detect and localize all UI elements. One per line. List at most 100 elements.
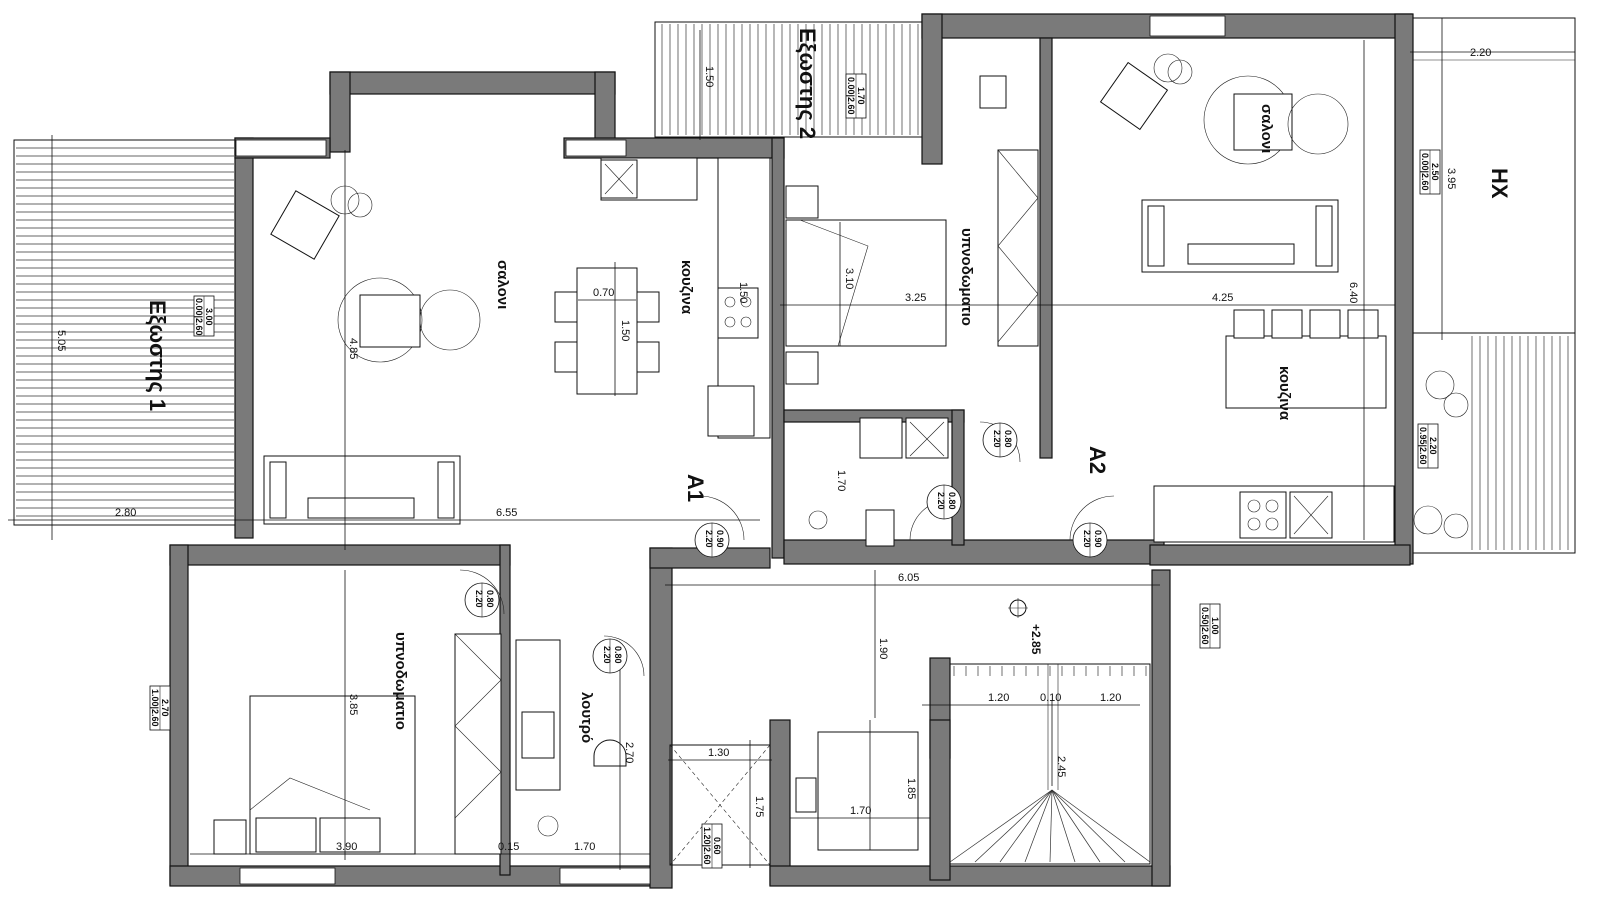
door-tag-a1-bath-h: 2.20 [602,646,612,664]
a1-bed [213,695,416,855]
hatch-line [1051,789,1126,863]
tag-hx-low-height: 0.95|2.60 [1418,427,1428,465]
door-tag-a1-bath: 0.80 2.20 [592,638,628,674]
hatch-line [1051,789,1151,863]
level-marker: +2.85 [1008,598,1043,655]
a2-kitchen-island [1225,309,1387,409]
dim-bed1-d: 3.85 [347,694,359,715]
hatch-line [1024,789,1053,863]
hatch-line [974,789,1053,863]
dim-t1-depth: 5.05 [55,330,67,351]
dim-corridor-w: 6.05 [898,572,919,584]
door-tag-a2-w: 0.90 [1093,530,1103,548]
tag-shaft-win: 0.60 1.20|2.60 [701,823,723,869]
a2-lounge-chair [1203,75,1349,165]
tag-t2: 1.70 0.00|2.60 [845,73,867,119]
door-tag-a2: 0.90 2.20 [1072,522,1108,558]
door-tag-a1-h: 2.20 [704,530,714,548]
tag-corr-win-width: 1.00 [1210,617,1220,635]
dim-stair-m: 0.10 [1040,692,1061,704]
hx-area [1409,17,1576,554]
a1-armchair [270,185,373,260]
a1-bedroom-label: υπνοδωματιο [392,632,409,730]
tag-hx-low: 2.20 0.95|2.60 [1417,423,1439,469]
door-tag-a2-bed-w: 0.80 [1003,430,1013,448]
level-value: +2.85 [1029,624,1043,655]
a1-kitchen-counter [600,157,771,439]
tag-shaft-win-height: 1.20|2.60 [702,827,712,865]
tag-t2-width: 1.70 [856,87,866,105]
tag-t2-height: 0.00|2.60 [846,77,856,115]
dim-hx-d: 3.95 [1445,168,1457,189]
a1-dining-table [554,267,660,395]
hatch-line [1051,789,1101,863]
tag-bed1-win: 2.70 1.00|2.60 [149,685,171,731]
hatch-line [1051,789,1076,863]
door-tag-a2-bed: 0.80 2.20 [982,422,1018,458]
tag-hx-height: 0.00|2.60 [1420,153,1430,191]
door-tag-a2-wc: 0.80 2.20 [926,484,962,520]
door-tag-a1-bath-w: 0.80 [613,646,623,664]
a2-armchair [1099,53,1193,131]
a2-wardrobe [979,75,1039,347]
door-tag-a2-wc-h: 2.20 [936,492,946,510]
dim-a1-width: 6.55 [496,507,517,519]
lift [795,731,919,851]
door-tag-a1-bed: 0.80 2.20 [464,582,500,618]
dim-table-w: 0.70 [593,287,614,299]
door-tag-a1: 0.90 2.20 [694,522,730,558]
dim-a2-bed-d: 3.10 [843,268,855,289]
unit-a2-label: A2 [1085,446,1110,474]
terrace-2-label: Εξωστης 2 [795,28,820,139]
tag-t1: 3.00 0.00|2.60 [193,295,215,337]
hatch-line [1049,789,1053,863]
door-tag-a1-bed-h: 2.20 [474,590,484,608]
door-tag-a1-w: 0.90 [715,530,725,548]
tag-t1-height: 0.00|2.60 [194,298,204,336]
a1-sofa [263,455,461,525]
dim-kitchen-w: 1.50 [737,282,749,303]
dim-bath-d: 2.70 [623,742,635,763]
tag-hx-width: 2.50 [1430,163,1440,181]
tag-shaft-win-width: 0.60 [712,837,722,855]
a2-bedroom-label: υπνοδωματιο [958,228,975,326]
a2-kitchen-label: κουζινα [1276,366,1293,421]
door-tag-a2-bed-h: 2.20 [992,430,1002,448]
unit-a1-label: A1 [683,474,708,502]
dim-shaft-w: 1.30 [708,747,729,759]
a1-bath-fixtures [515,639,627,837]
dim-living-depth: 4.85 [347,338,359,359]
staircase [949,663,1151,865]
plants [1413,370,1469,539]
dim-lift-d: 1.85 [905,778,917,799]
dim-a2-liv-w: 4.25 [1212,292,1233,304]
tag-bed1-win-width: 2.70 [160,699,170,717]
door-tag-a2-h: 2.20 [1082,530,1092,548]
a1-bath-label: λουτρό [578,692,595,743]
tag-hx-low-width: 2.20 [1428,437,1438,455]
tag-bed1-win-height: 1.00|2.60 [150,689,160,727]
dim-hx-w: 2.20 [1470,47,1491,59]
a2-bed [785,185,947,385]
a2-living-label: σαλονι [1258,104,1275,153]
door-tag-a1-bed-w: 0.80 [485,590,495,608]
dim-bath-gap: 0.15 [498,841,519,853]
dim-bed1-w: 3.90 [336,841,357,853]
a2-wc [808,417,949,547]
doors [459,421,1115,677]
hatch-line [949,789,1053,863]
a1-living-label: σαλονι [494,260,511,309]
terrace-1-label: Εξωστης 1 [145,300,170,411]
tag-t1-width: 3.00 [204,308,214,326]
hatch-line [999,789,1053,863]
dim-stair-d: 2.45 [1055,756,1067,777]
dim-t1-width: 2.80 [115,507,136,519]
terrace-2 [654,21,926,138]
dim-a2-depth: 6.40 [1347,282,1359,303]
dim-bath-w: 1.70 [574,841,595,853]
a1-wardrobe [454,633,502,855]
dim-shaft-d: 1.75 [753,796,765,817]
hx-label: ΗΧ [1487,168,1512,199]
dim-t2-depth: 1.50 [703,66,715,87]
